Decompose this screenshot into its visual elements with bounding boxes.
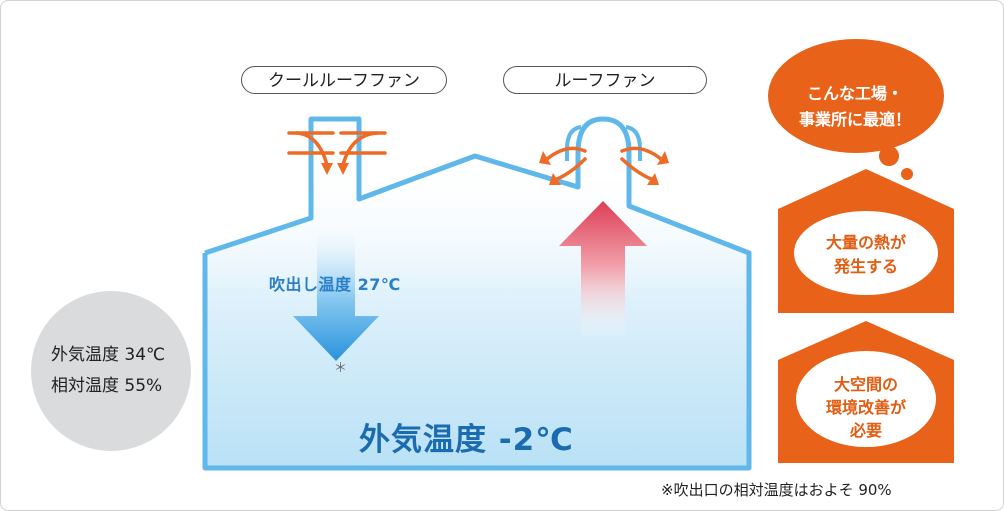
cool-roof-fan-label: クールルーフファン xyxy=(241,66,447,94)
thought-bubble xyxy=(768,39,944,180)
asterisk-mark: ＊ xyxy=(334,361,348,376)
badge-space-line-1: 大空間の xyxy=(833,375,898,394)
building-outline xyxy=(202,153,752,471)
thought-bubble-text: こんな工場・ 事業所に最適！ xyxy=(771,81,939,133)
badge-heat-line-2: 発生する xyxy=(833,257,898,276)
roof-fan-label: ルーフファン xyxy=(503,66,707,94)
badge-space-line-2: 環境改善が xyxy=(825,398,906,417)
house-badge-heat xyxy=(778,169,954,313)
thought-line-2: 事業所に最適！ xyxy=(798,110,911,129)
cool-roof-fan-icon xyxy=(287,116,387,175)
blow-temp-label: 吹出し温度 27℃ xyxy=(269,275,401,294)
outside-humidity-text: 相対温度 55% xyxy=(51,376,163,396)
badge-space-line-3: 必要 xyxy=(849,421,882,440)
footnote: ※吹出口の相対温度はおよそ 90% xyxy=(661,481,892,499)
badge-heat-text: 大量の熱が 発生する xyxy=(804,231,928,279)
roof-fan-icon xyxy=(539,116,669,185)
badge-space-text: 大空間の 環境改善が 必要 xyxy=(804,373,928,442)
cool-air-arrow xyxy=(293,223,379,361)
hot-air-arrow xyxy=(559,201,647,336)
badge-heat-line-1: 大量の熱が xyxy=(825,233,906,252)
thought-line-1: こんな工場・ xyxy=(806,84,903,103)
house-badge-space xyxy=(778,321,954,463)
inside-temp-label: 外気温度 -2℃ xyxy=(359,422,574,458)
outside-conditions-circle: 外気温度 34℃ 相対温度 55% xyxy=(31,291,191,451)
outside-temp-text: 外気温度 34℃ xyxy=(51,345,166,365)
